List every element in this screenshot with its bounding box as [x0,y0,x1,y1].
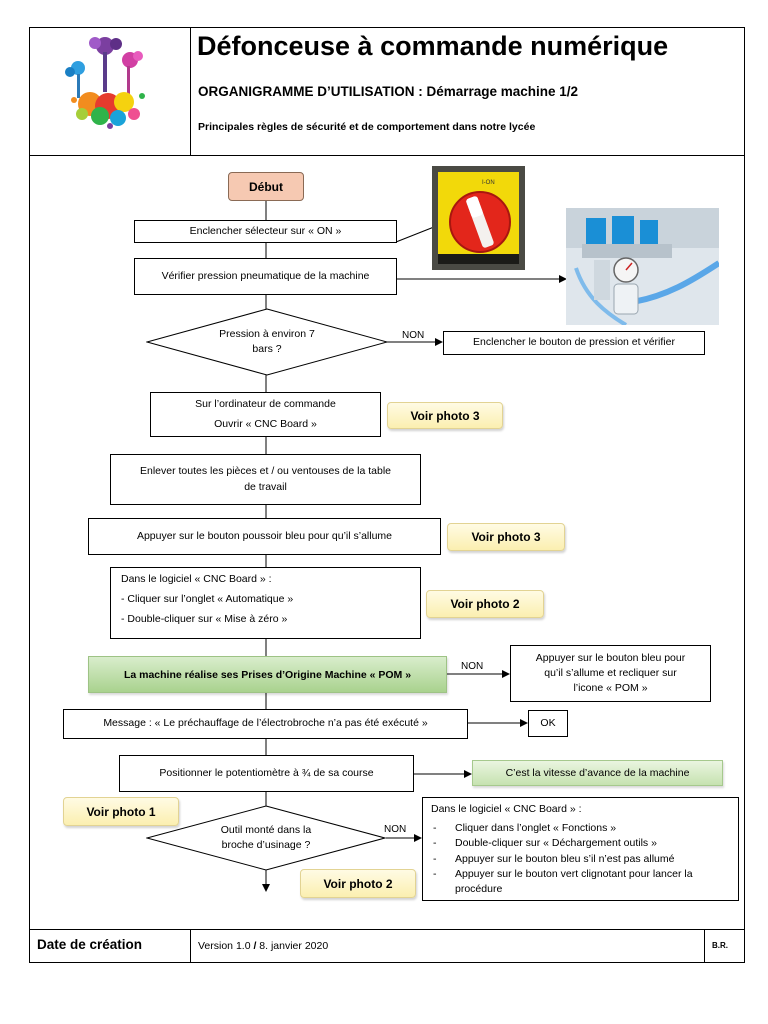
footer-initials: B.R. [712,941,728,950]
step-tool-item: Appuyer sur le bouton vert clignotant po… [431,867,730,897]
footer-date-label: Date de création [37,937,143,952]
footer-divider-left [190,929,191,963]
step-selector: Enclencher sélecteur sur « ON » [134,220,397,243]
decision-tool-line2: broche d’usinage ? [221,839,311,851]
step-software-item2: - Double-cliquer sur « Mise à zéro » [121,613,288,626]
pneumatic-regulator-photo [566,208,719,325]
photo1-link[interactable]: Voir photo 1 [63,797,179,826]
header-divider [29,155,745,156]
note-feed-speed: C’est la vitesse d’avance de la machine [472,760,723,786]
footer-version-separator: / [253,940,257,952]
footer-divider [29,929,745,930]
decision-pressure-diamond [146,308,388,376]
start-node: Début [228,172,304,201]
document-subtitle: ORGANIGRAMME D’UTILISATION : Démarrage m… [198,84,579,99]
step-software-item1: - Cliquer sur l’onglet « Automatique » [121,593,294,606]
step-remove-parts: Enlever toutes les pièces et / ou ventou… [110,454,421,505]
decision-pressure-line1: Pression à environ 7 [219,327,315,340]
photo3-link-a[interactable]: Voir photo 3 [387,402,503,429]
step-pom-no-line3: l’icone « POM » [573,682,648,695]
decision-tool-diamond [146,805,386,871]
step-software-title: Dans le logiciel « CNC Board » : [121,573,272,585]
svg-text:I-ON: I-ON [482,180,495,186]
step-tool-item: Double-cliquer sur « Déchargement outils… [431,836,730,851]
step-potentiometer: Positionner le potentiomètre à ¾ de sa c… [119,755,414,792]
step-pom-no-line1: Appuyer sur le bouton bleu pour [535,651,686,664]
step-blue-button: Appuyer sur le bouton poussoir bleu pour… [88,518,441,555]
selector-switch-photo: I-ON [432,166,525,270]
step-remove-line2: de travail [244,480,287,493]
step-tool-unload: Dans le logiciel « CNC Board » : Cliquer… [422,797,739,901]
step-remove-line1: Enlever toutes les pièces et / ou ventou… [140,465,391,478]
step-computer: Sur l’ordinateur de commande Ouvrir « CN… [150,392,381,437]
step-software-zero: Dans le logiciel « CNC Board » : - Cliqu… [110,567,421,639]
step-tool-item: Cliquer dans l’onglet « Fonctions » [431,821,730,836]
document-title: Défonceuse à commande numérique [197,31,669,61]
footer-version-date: 8. janvier 2020 [256,940,329,952]
step-pressure-button: Enclencher le bouton de pression et véri… [443,331,705,355]
step-pom-no-line2: qu’il s’allume et recliquer sur [544,666,677,679]
step-pom: La machine réalise ses Prises d’Origine … [88,656,447,693]
step-message: Message : « Le préchauffage de l’électro… [63,709,468,739]
step-computer-line2: Ouvrir « CNC Board » [214,417,317,430]
document-tagline: Principales règles de sécurité et de com… [198,121,536,133]
decision-pressure-text: Pression à environ 7 bars ? [186,324,348,360]
step-computer-line1: Sur l’ordinateur de commande [195,398,336,411]
footer-divider-right [704,929,705,963]
no-label-tool: NON [384,824,407,835]
footer-version: Version 1.0 / 8. janvier 2020 [198,940,328,952]
decision-tool-text: Outil monté dans la broche d’usinage ? [186,820,346,856]
step-pom-retry: Appuyer sur le bouton bleu pour qu’il s’… [510,645,711,702]
no-label-pressure: NON [402,330,425,341]
footer-version-prefix: Version 1.0 [198,940,254,952]
photo2-link-b[interactable]: Voir photo 2 [300,869,416,898]
decision-pressure-line2: bars ? [252,343,282,355]
no-label-pom: NON [461,661,484,672]
school-logo [65,37,145,129]
photo2-link-a[interactable]: Voir photo 2 [426,590,544,618]
photo3-link-b[interactable]: Voir photo 3 [447,523,565,551]
page-frame [29,27,745,963]
step-tool-title: Dans le logiciel « CNC Board » : [431,803,582,815]
ok-box: OK [528,710,568,737]
step-pressure-check: Vérifier pression pneumatique de la mach… [134,258,397,295]
step-tool-item: Appuyer sur le bouton bleu s’il n’est pa… [431,852,730,867]
logo-divider [190,27,191,155]
decision-tool-line1: Outil monté dans la [220,823,312,836]
